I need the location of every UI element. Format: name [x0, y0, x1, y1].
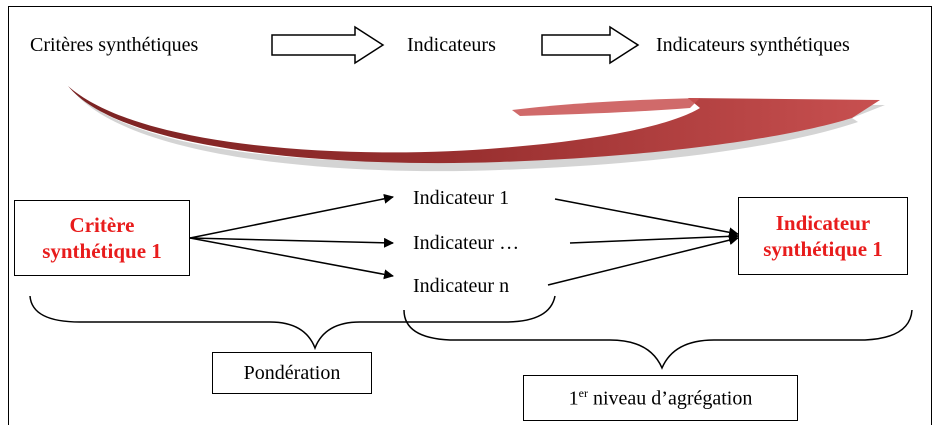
- diagram-frame: [8, 6, 932, 425]
- flow-step-criteres: Critères synthétiques: [30, 34, 199, 56]
- swoosh-tail-fin: [512, 98, 700, 116]
- aggregation-number: 1: [568, 387, 579, 410]
- aggregation-label: 1er niveau d’agrégation: [569, 386, 753, 411]
- indicator-1: Indicateur 1: [413, 187, 510, 209]
- arrow-from-indicator-n: [547, 235, 739, 286]
- indicator-ellipsis: Indicateur …: [413, 232, 520, 254]
- flow-step-indicateurs: Indicateurs: [407, 34, 496, 56]
- arrow-to-indicator-2: [189, 237, 394, 248]
- arrow-from-indicator-1: [554, 198, 739, 238]
- brace-ponderation: [29, 295, 556, 351]
- ponderation-label-box: Pondération: [212, 352, 372, 394]
- indicateur-synthetique-box: Indicateur synthétique 1: [738, 197, 908, 275]
- indicator-n: Indicateur n: [413, 275, 510, 297]
- curved-swoosh-shadow: [72, 90, 885, 172]
- aggregation-text: niveau d’agrégation: [587, 387, 753, 410]
- critere-line2: synthétique 1: [42, 239, 162, 263]
- critere-line1: Critère: [69, 212, 135, 237]
- curved-swoosh-arrow: [68, 86, 880, 164]
- ponderation-label: Pondération: [243, 361, 341, 384]
- arrow-to-indicator-1: [189, 193, 394, 239]
- flow-step-indicateurs-synthetiques: Indicateurs synthétiques: [656, 34, 850, 56]
- arrow-from-indicator-2: [569, 231, 739, 244]
- arrow-to-indicator-n: [189, 237, 394, 280]
- indicateur-line2: synthétique 1: [763, 237, 883, 261]
- block-arrow-2: [541, 25, 640, 65]
- critere-synthetique-box: Critère synthétique 1: [14, 200, 190, 276]
- block-arrow-1: [271, 25, 385, 65]
- aggregation-superscript: er: [578, 385, 588, 400]
- aggregation-label-box: 1er niveau d’agrégation: [523, 375, 798, 421]
- brace-aggregation: [403, 309, 913, 370]
- indicateur-line1: Indicateur: [775, 210, 871, 235]
